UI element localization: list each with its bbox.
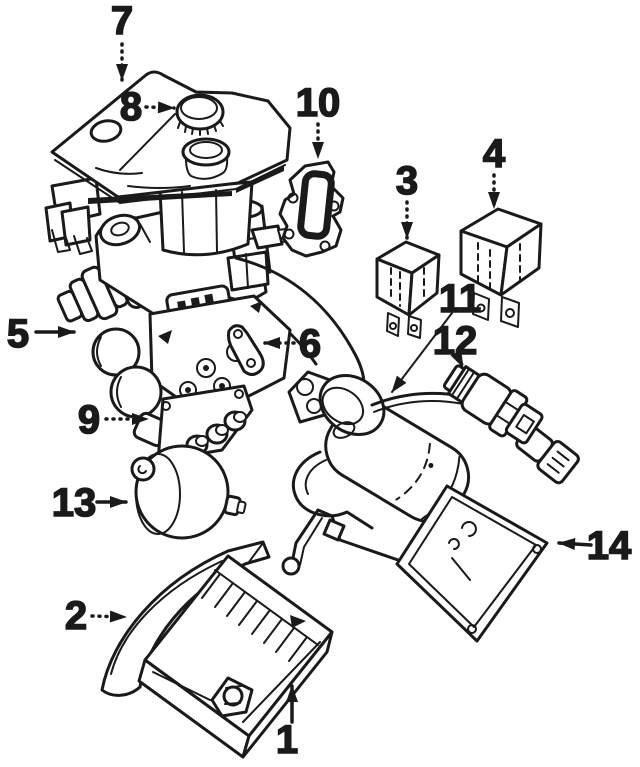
part-number-label[interactable]: 1 [275,717,299,763]
callout-11[interactable]: 11 [391,276,482,393]
part-8-reservoir-cap [175,93,225,136]
part-7-fluid-reservoir [44,70,292,257]
callout-5[interactable]: 5 [6,311,76,357]
part-number-label[interactable]: 13 [51,480,97,526]
part-number-label[interactable]: 11 [438,276,482,322]
part-number-label[interactable]: 7 [110,0,134,44]
part-number-label[interactable]: 10 [295,80,341,126]
callout-14[interactable]: 14 [557,523,633,569]
callout-8[interactable]: 8 [119,84,176,130]
part-number-label[interactable]: 2 [64,593,88,639]
callout-9[interactable]: 9 [77,397,150,443]
part-4-relay-large [459,207,543,328]
part-6-link-bracket [227,324,265,376]
callout-arrow [391,312,453,393]
callout-2[interactable]: 2 [64,593,128,639]
part-number-label[interactable]: 12 [432,318,478,364]
callout-arrow [144,101,176,114]
part-number-label[interactable]: 6 [298,321,322,367]
part-number-label[interactable]: 8 [119,84,143,130]
part-number-label[interactable]: 3 [395,158,419,204]
part-11-pump-motor [287,370,580,530]
part-number-label[interactable]: 4 [482,131,507,177]
callout-arrow [557,538,593,550]
part-14-cover-plate [281,484,549,643]
callout-4[interactable]: 4 [482,131,507,210]
callout-arrow [450,350,465,369]
part-9-stud-plate [156,384,254,463]
part-13-accumulator [130,444,247,540]
callout-3[interactable]: 3 [395,158,419,240]
part-number-label[interactable]: 14 [586,523,633,569]
callout-1[interactable]: 1 [275,684,299,763]
callout-12[interactable]: 12 [432,318,478,369]
callout-7[interactable]: 7 [110,0,134,82]
callout-6[interactable]: 6 [262,321,322,367]
callout-arrow [90,610,128,623]
part-number-label[interactable]: 9 [77,397,101,443]
callout-13[interactable]: 13 [51,480,128,526]
part-number-label[interactable]: 5 [6,311,30,357]
part-10-gasket [278,160,345,258]
part-3-relay-small [375,240,441,339]
callout-10[interactable]: 10 [295,80,341,160]
